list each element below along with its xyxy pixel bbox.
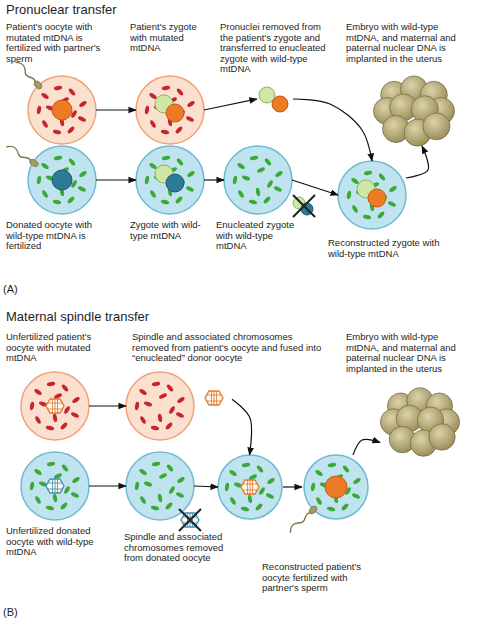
arrow-connector [96,109,136,110]
discard-cross [179,509,201,531]
panel-letter: (A) [3,283,18,295]
step-caption: Patient's zygote with mutated mtDNA [130,22,216,54]
embryo-step: Embryo with wild-type mtDNA, and materna… [374,76,454,146]
arrow-connector [194,486,218,487]
cell-step: Unfertilized patient's oocyte with mutat… [21,372,89,440]
embryo [380,388,459,457]
cell-step: Donated oocyte with wild-type mtDNA is f… [28,146,96,214]
cell-step: Patient's zygote with mutated mtDNA [136,76,204,144]
maternal-spindle [46,399,64,413]
donor-zygote [136,146,204,214]
arrow-connector [89,485,126,486]
step-caption: Zygote with wild-type mtDNA [130,220,214,241]
donor-spindle [46,479,64,493]
wild-type-mtdna [144,155,195,205]
maternal-nucleus [52,100,72,120]
mutated-mtdna [36,85,87,135]
mutated-mtdna [29,381,80,431]
panel-title: Pronuclear transfer [6,2,117,17]
panel-letter: (B) [3,606,18,618]
arrow-connector [406,146,429,178]
step-caption: Embryo with wild-type mtDNA, and materna… [346,22,460,64]
enucleated-donor-oocyte [126,452,194,520]
wild-type-mtdna [36,155,87,205]
arrow-connector [96,179,136,180]
sperm [5,144,40,168]
donor-oocyte [21,452,89,520]
maternal-pronucleus [272,96,288,112]
wild-type-mtdna [346,170,397,220]
maternal-pronucleus [368,189,386,207]
arrow-connector [353,439,380,455]
step-caption: Reconstructed patient's oocyte fertilize… [262,562,384,594]
arrow-connector [292,180,338,195]
patient-zygote [136,76,204,144]
cell-step: Enucleated zygote with wild-type mtDNA [224,146,292,214]
arrow-connector [232,399,252,455]
step-caption: Reconstructed zygote with wild-type mtDN… [328,238,446,259]
arrow-connector [204,99,257,110]
step-caption: Enucleated zygote with wild-type mtDNA [216,220,304,252]
cell-step: Spindle and associated chromosomes remov… [126,452,194,520]
embryo [374,76,455,146]
arrow-connector [293,99,372,161]
step-caption: Pronuclei removed from the patient's zyg… [220,22,332,75]
pronuclei-step: Pronuclei removed from the patient's zyg… [257,86,293,112]
mutated-mtdna [134,381,185,431]
wild-type-mtdna [224,462,275,512]
maternal-nucleus [325,476,347,498]
sperm [288,504,319,535]
patient-oocyte [21,372,89,440]
panel-title: Maternal spindle transfer [6,309,149,324]
discard-cross [293,195,315,217]
cell-step: Patient's oocyte with mutated mtDNA is f… [28,76,96,144]
cell-step: Unfertilized donated oocyte with wild-ty… [21,452,89,520]
donor-oocyte [28,146,96,214]
sperm [13,60,44,91]
maternal-pronucleus [166,104,184,122]
step-caption: Spindle and associated chromosomes remov… [132,332,332,364]
arrow-connector [204,179,224,180]
donor-pronucleus [166,174,184,192]
step-caption: Unfertilized donated oocyte with wild-ty… [6,526,114,558]
wild-type-mtdna [232,155,283,205]
embryo-step: Embryo with wild-type mtDNA, and materna… [380,388,460,456]
step-caption: Spindle and associated chromosomes remov… [124,532,232,564]
step-arrow [283,486,302,487]
removed-spindle [205,391,223,405]
enucleated-zygote [224,146,292,214]
fused-oocyte [218,455,282,519]
step-caption: Unfertilized patient's oocyte with mutat… [6,332,116,364]
wild-type-mtdna [134,461,185,511]
step-caption: Embryo with wild-type mtDNA, and materna… [346,332,460,374]
mutated-mtdna [144,85,195,135]
donor-nucleus [52,170,72,190]
patient-oocyte-emptied [126,372,194,440]
arrow-connector [89,405,126,406]
cell-step: Zygote with wild-type mtDNA [136,146,204,214]
wild-type-mtdna [310,462,361,512]
reconstructed-zygote [338,161,406,229]
wild-type-mtdna [29,461,80,511]
cell-step: Reconstructed zygote with wild-type mtDN… [338,161,406,229]
step-caption: Patient's oocyte with mutated mtDNA is f… [6,22,114,64]
cell-step: Reconstructed patient's oocyte fertilize… [218,455,368,519]
step-caption: Donated oocyte with wild-type mtDNA is f… [6,220,110,252]
transferred-spindle [241,480,259,494]
spindle-step: Spindle and associated chromosomes remov… [126,372,232,440]
